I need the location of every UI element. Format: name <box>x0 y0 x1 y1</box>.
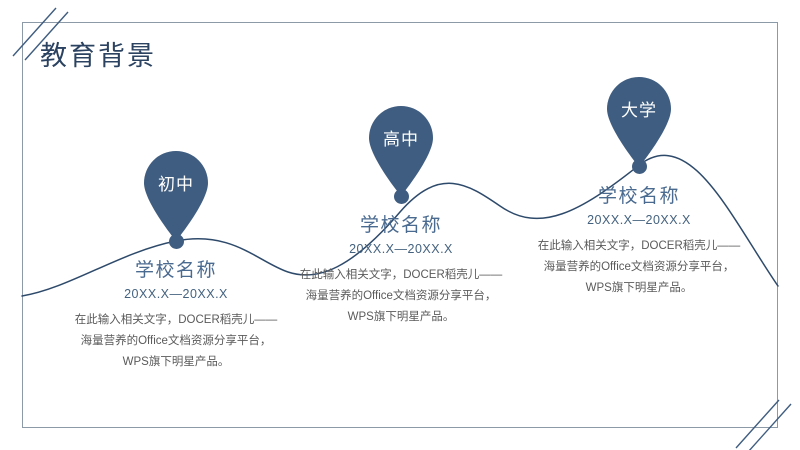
entry-school-name-3: 学校名称 <box>597 186 680 207</box>
timeline-pin-2[interactable]: 高中 <box>364 101 438 197</box>
entry-body-text-3: 在此输入相关文字，DOCER稻壳儿——海量营养的Office文档资源分享平台，W… <box>537 239 741 295</box>
map-pin-icon <box>607 77 671 167</box>
map-pin-icon <box>369 106 433 196</box>
entry-date-range-1: 20XX.X—20XX.X <box>124 286 228 301</box>
page-title: 教育背景 <box>40 40 156 71</box>
page-title-block: 教育背景 <box>40 33 156 73</box>
timeline-entry-1: 学校名称 20XX.X—20XX.X 在此输入相关文字，DOCER稻壳儿——海量… <box>68 258 284 373</box>
timeline-node-dot-2 <box>394 189 409 204</box>
timeline-node-dot-1 <box>169 234 184 249</box>
entry-school-name-1: 学校名称 <box>134 260 217 281</box>
timeline-pin-label-3: 大学 <box>621 101 657 120</box>
entry-school-name-2: 学校名称 <box>359 215 442 236</box>
timeline-pin-label-1: 初中 <box>158 175 194 194</box>
entry-date-range-3: 20XX.X—20XX.X <box>587 212 691 227</box>
timeline-entry-3: 学校名称 20XX.X—20XX.X 在此输入相关文字，DOCER稻壳儿——海量… <box>531 184 747 299</box>
map-pin-icon <box>144 151 208 241</box>
entry-body-text-1: 在此输入相关文字，DOCER稻壳儿——海量营养的Office文档资源分享平台，W… <box>74 313 278 369</box>
corner-decoration-bottom-right <box>735 399 792 450</box>
timeline-node-dot-3 <box>632 159 647 174</box>
entry-date-range-2: 20XX.X—20XX.X <box>349 241 453 256</box>
timeline-pin-label-2: 高中 <box>383 130 419 149</box>
entry-body-text-2: 在此输入相关文字，DOCER稻壳儿——海量营养的Office文档资源分享平台，W… <box>299 268 503 324</box>
timeline-entry-2: 学校名称 20XX.X—20XX.X 在此输入相关文字，DOCER稻壳儿——海量… <box>293 213 509 328</box>
timeline-pin-3[interactable]: 大学 <box>602 72 676 168</box>
timeline-pin-1[interactable]: 初中 <box>139 146 213 242</box>
